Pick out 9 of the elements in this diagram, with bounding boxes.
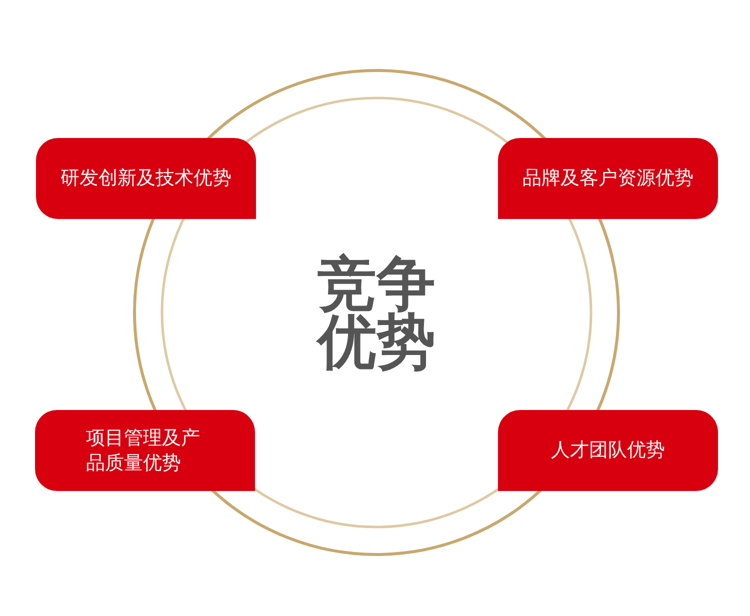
advantage-tab (36, 138, 256, 219)
advantage-tab (35, 410, 255, 491)
advantage-tab (498, 138, 718, 219)
center-title: 竞争优势 (318, 254, 436, 370)
tab-label: 品牌及客户资源优势 (522, 166, 694, 191)
tab-label: 研发创新及技术优势 (60, 166, 232, 191)
advantage-tab (498, 410, 718, 491)
tab-label: 项目管理及产品质量优势 (86, 426, 201, 476)
tab-label: 人才团队优势 (551, 438, 665, 463)
